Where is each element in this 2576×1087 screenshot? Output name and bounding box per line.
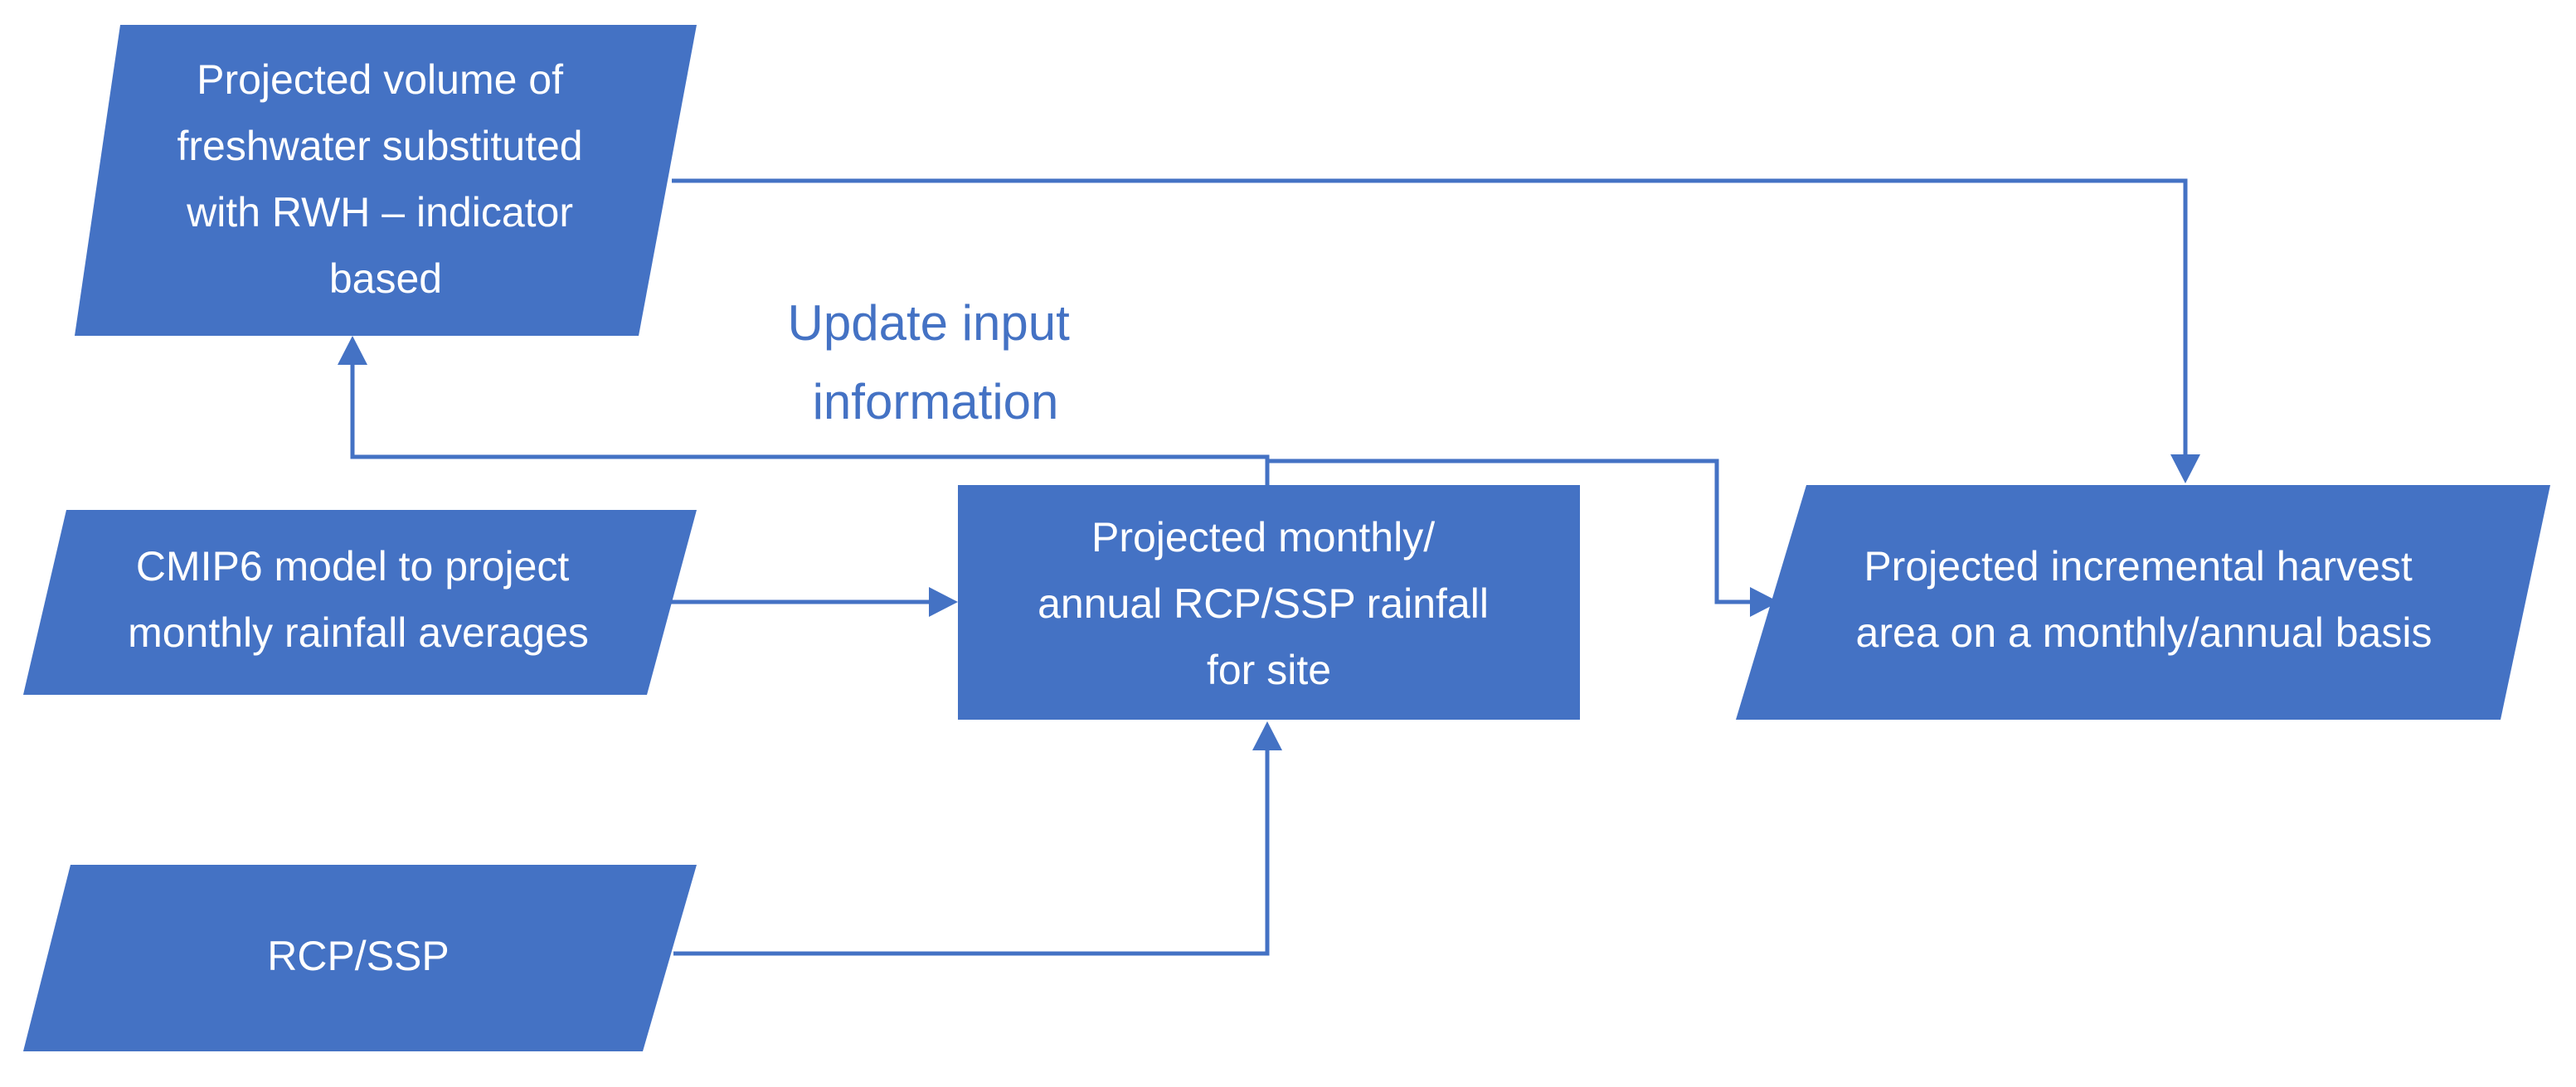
connector-rcp-to-rainfall (673, 750, 1270, 956)
arrowhead-up-volume (338, 336, 367, 365)
node-cmip6-model-label: CMIP6 model to project monthly rainfall … (128, 543, 589, 656)
harvest-line-1: Projected incremental harvest (1864, 543, 2413, 590)
connectors (338, 178, 2200, 956)
volume-line-2: freshwater substituted (177, 123, 582, 169)
node-projected-rainfall-label: Projected monthly/ annual RCP/SSP rainfa… (1038, 514, 1500, 693)
connector-rainfall-to-harvest (1267, 459, 1750, 604)
cmip6-line-2: monthly rainfall averages (128, 609, 589, 656)
connector-volume-to-harvest (672, 178, 2188, 454)
rainfall-line-2: annual RCP/SSP rainfall (1038, 580, 1489, 627)
node-volume-freshwater: Projected volume of freshwater substitut… (75, 25, 697, 336)
annotation-line-2: information (813, 374, 1059, 429)
arrowhead-up-rainfall (1252, 721, 1282, 750)
node-cmip6-model: CMIP6 model to project monthly rainfall … (23, 510, 697, 695)
volume-line-4: based (329, 255, 442, 302)
connector-rainfall-to-volume (350, 365, 1270, 485)
parallelogram-shape (75, 25, 697, 336)
parallelogram-shape (23, 510, 697, 695)
rainfall-line-1: Projected monthly/ (1091, 514, 1435, 560)
volume-line-1: Projected volume of (197, 56, 563, 103)
volume-line-3: with RWH – indicator (186, 189, 573, 235)
annotation-line-1: Update input (788, 295, 1071, 351)
arrowhead-right-harvest (1750, 587, 1779, 617)
node-rcp-ssp: RCP/SSP (23, 865, 697, 1051)
node-projected-rainfall: Projected monthly/ annual RCP/SSP rainfa… (958, 485, 1580, 720)
parallelogram-shape (23, 865, 697, 1051)
process-box-shape (958, 485, 1580, 720)
update-input-annotation: Update input information (788, 295, 1084, 429)
rcp-ssp-line-1: RCP/SSP (267, 933, 450, 979)
node-volume-freshwater-label: Projected volume of freshwater substitut… (177, 56, 594, 302)
node-rcp-ssp-label: RCP/SSP (267, 933, 450, 979)
parallelogram-shape (1736, 485, 2550, 720)
rainfall-line-3: for site (1207, 647, 1331, 693)
node-incremental-harvest: Projected incremental harvest area on a … (1736, 485, 2550, 720)
node-incremental-harvest-label: Projected incremental harvest area on a … (1856, 543, 2433, 656)
cmip6-line-1: CMIP6 model to project (136, 543, 570, 590)
arrowhead-right-rainfall (929, 587, 958, 617)
harvest-line-2: area on a monthly/annual basis (1856, 609, 2433, 656)
arrowhead-down-harvest (2170, 454, 2200, 483)
